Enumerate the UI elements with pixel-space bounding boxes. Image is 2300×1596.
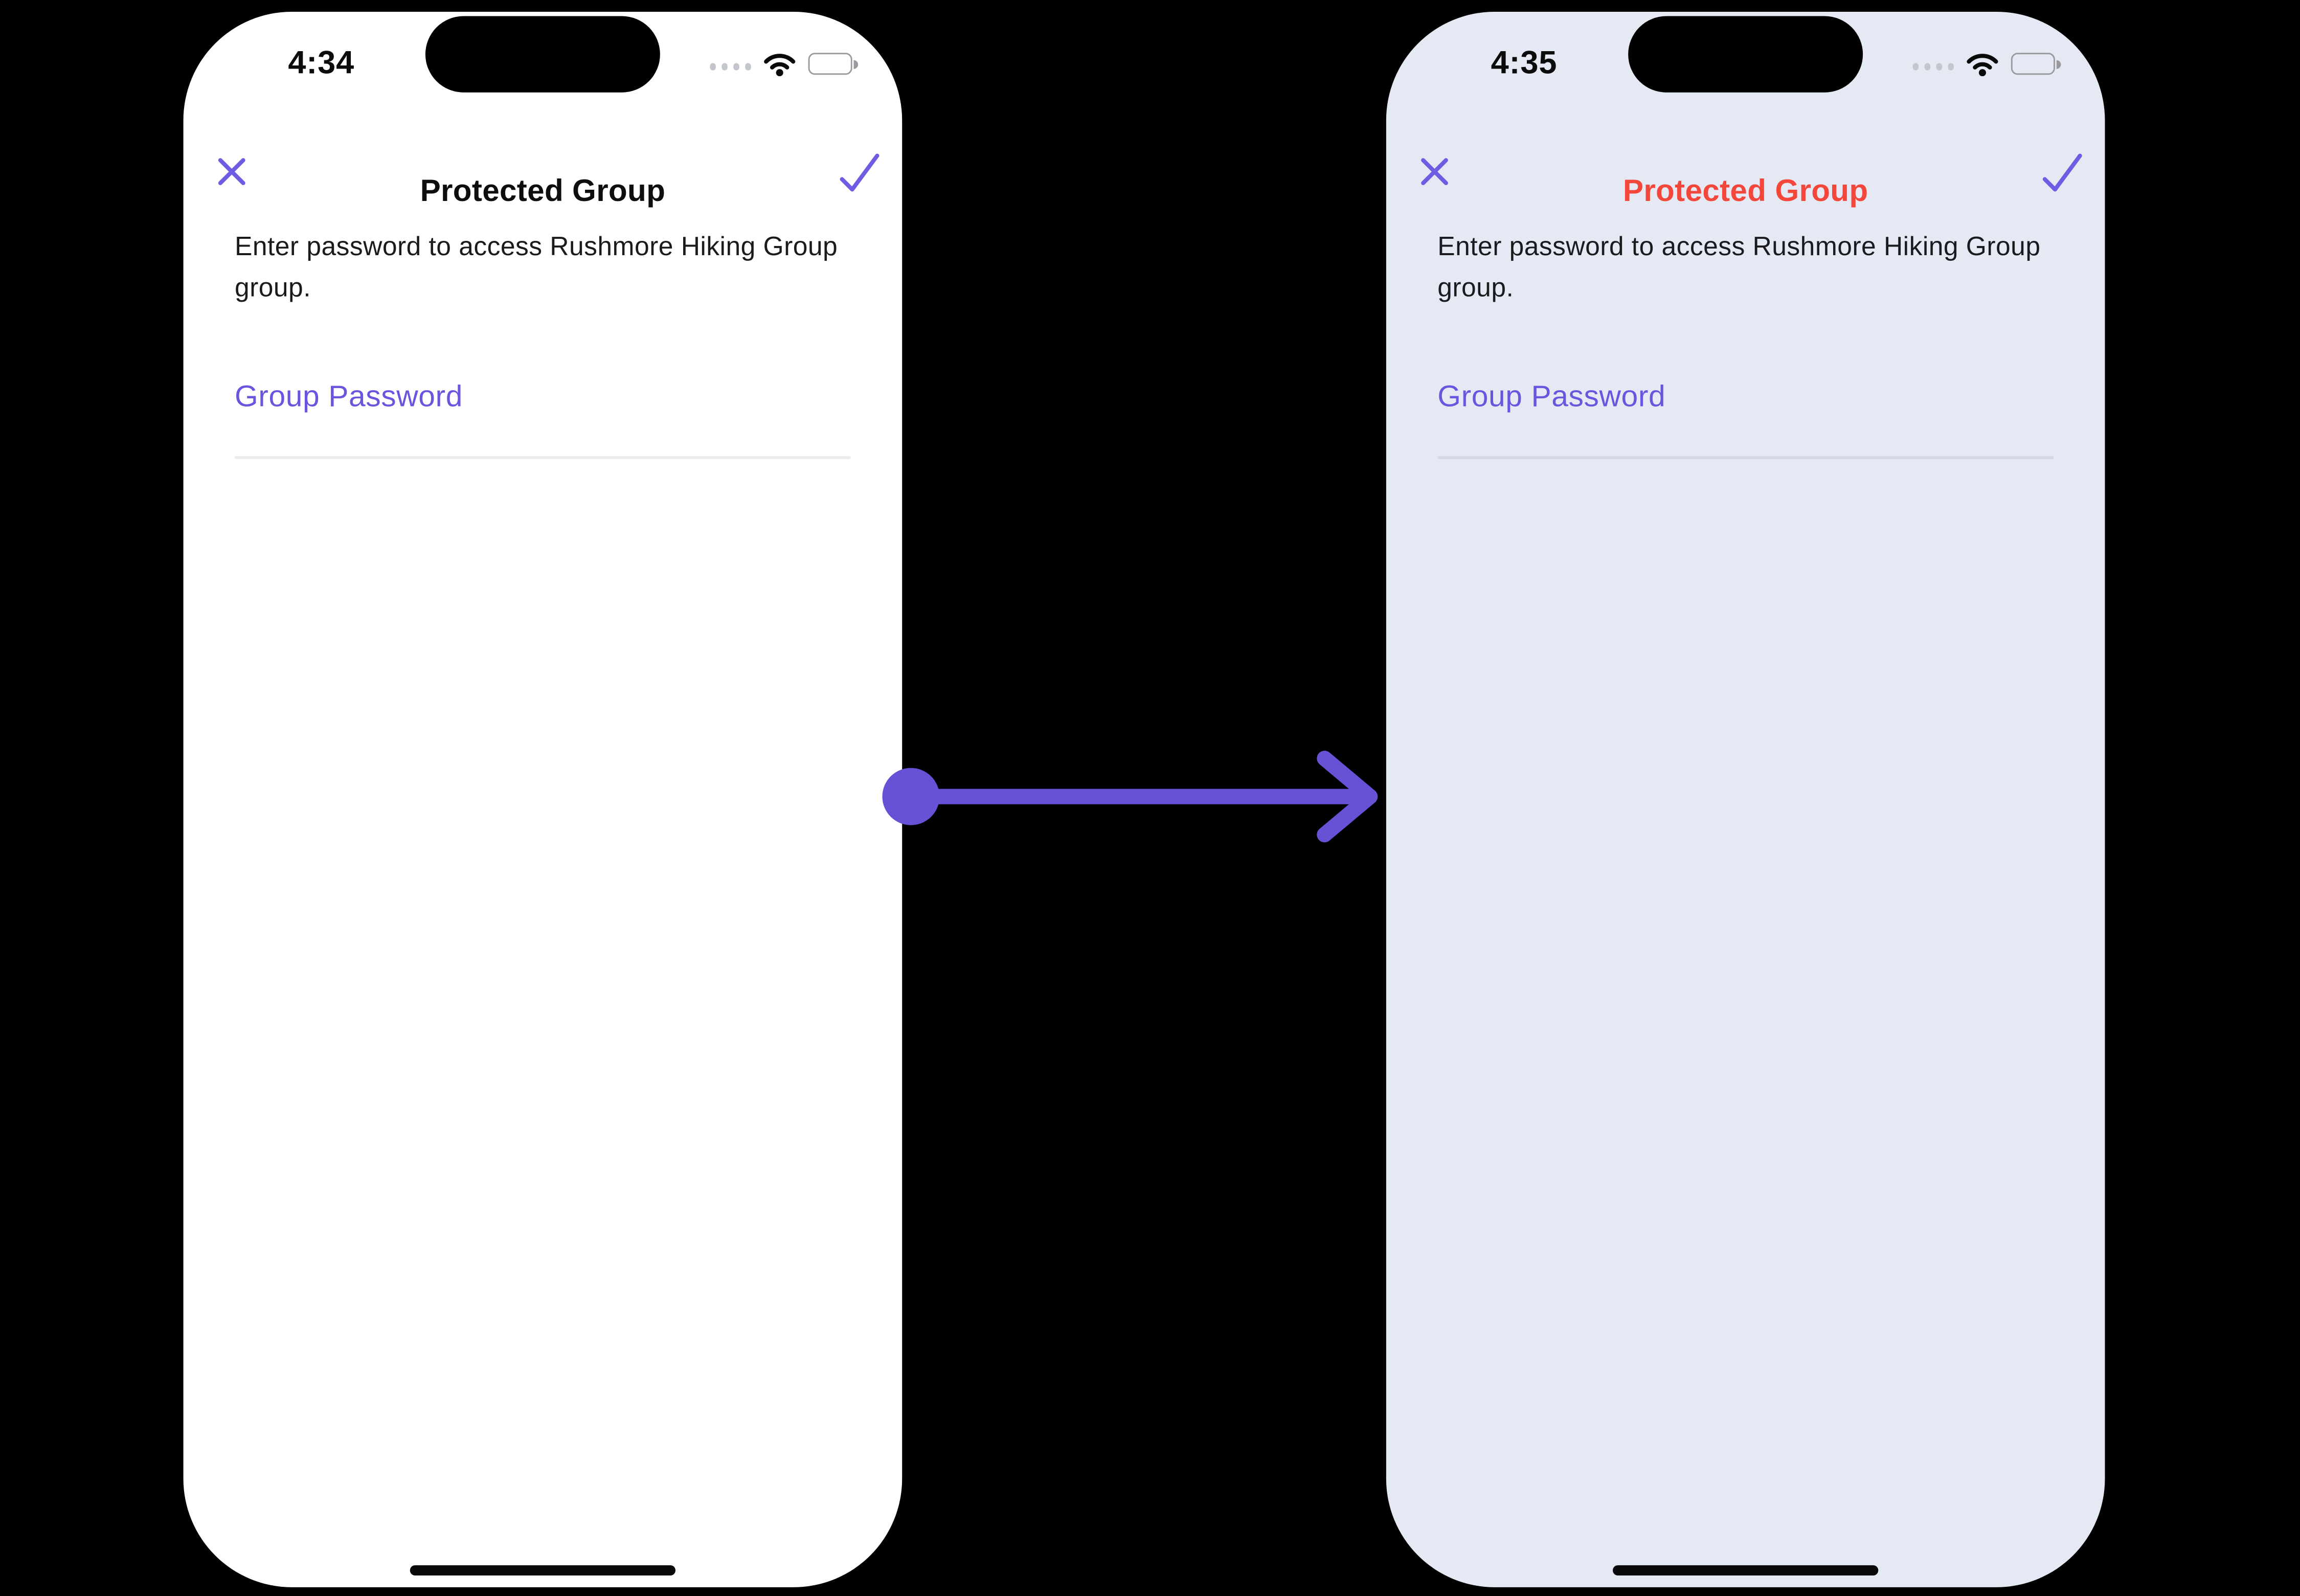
dynamic-island [1628,16,1863,93]
status-time: 4:34 [288,44,355,81]
page-title-highlighted: Protected Group [1622,174,1868,209]
dynamic-island [425,16,660,93]
status-icons [1912,51,2061,77]
status-bar: 4:35 [1386,12,2105,123]
password-field-label: Group Password [1437,379,1666,414]
transition-arrow-icon [882,751,1378,843]
confirm-check-icon[interactable] [836,152,883,194]
cellular-signal-icon [709,63,751,70]
home-indicator[interactable] [410,1565,675,1576]
instruction-text: Enter password to access Rushmore Hiking… [234,232,838,302]
close-icon[interactable] [214,154,250,189]
password-input[interactable] [234,426,851,457]
battery-cap [2056,60,2061,69]
password-field-underline [234,456,851,459]
status-icons [709,51,859,77]
status-bar: 4:34 [184,12,903,123]
nav-bar: Protected Group [184,132,903,211]
phone-screen-after: 4:35 [1386,11,2105,1587]
password-field: Group Password [1437,380,2054,459]
close-icon[interactable] [1417,154,1452,189]
cellular-signal-icon [1912,63,1954,70]
wifi-icon [1967,54,1998,77]
confirm-check-icon[interactable] [2039,152,2086,194]
phone-screen-before: 4:34 [183,11,903,1587]
battery-cap [853,60,859,69]
page-title: Protected Group [420,174,666,209]
wifi-dot [1978,69,1986,77]
wifi-icon [764,54,796,77]
battery-icon [808,53,859,75]
battery-icon [2011,53,2061,75]
password-field-underline [1437,456,2054,459]
nav-bar: Protected Group [1386,132,2105,211]
status-time: 4:35 [1491,44,1558,81]
home-indicator[interactable] [1613,1565,1879,1576]
instruction-text: Enter password to access Rushmore Hiking… [1437,232,2041,302]
password-field-label: Group Password [234,379,463,414]
wifi-dot [776,69,783,77]
password-input[interactable] [1437,426,2054,457]
password-field: Group Password [234,379,851,459]
arrow-head [1317,751,1378,843]
